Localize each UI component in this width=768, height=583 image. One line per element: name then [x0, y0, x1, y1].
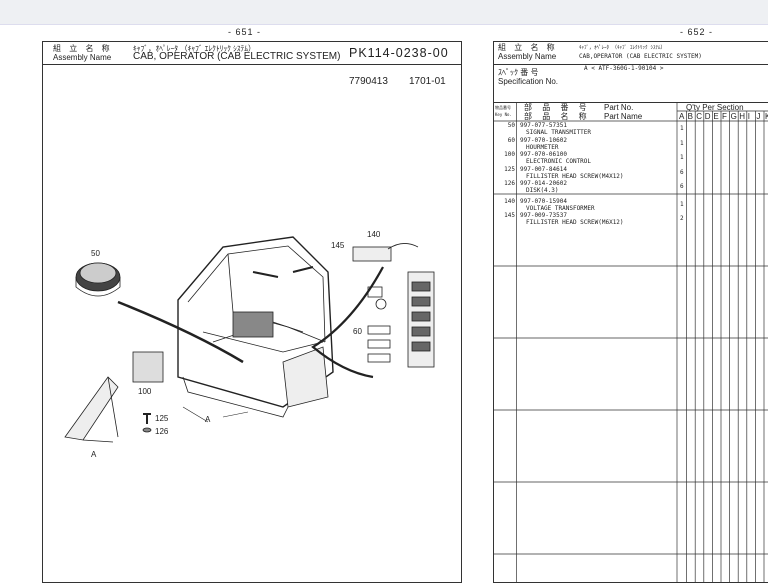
section-col-F: F — [722, 112, 727, 121]
key-no: 60 — [507, 136, 515, 144]
callout-50: 50 — [91, 249, 100, 258]
callout-60: 60 — [353, 327, 362, 336]
section-col-K: K — [765, 112, 768, 121]
spec-label-jp: ｽﾍﾟｯｸ 番 号 — [498, 68, 539, 77]
key-no: 100 — [504, 151, 515, 158]
assembly-label-jp: 組 立 名 称 — [498, 43, 558, 52]
section-col-A: A — [679, 112, 685, 121]
assembly-label-jp: 組 立 名 称 — [53, 44, 113, 53]
qty-a: 6 — [680, 168, 684, 176]
part-name: SIGNAL TRANSMITTER — [526, 129, 592, 136]
part-name: FILLISTER HEAD SCREW(M6X12) — [526, 219, 624, 226]
part-number: 997-077-57351 — [520, 122, 567, 129]
key-no: 125 — [504, 165, 515, 173]
qty-a: 1 — [680, 154, 684, 161]
callout-145: 145 — [331, 241, 345, 250]
switch-panel-drawing — [407, 271, 435, 368]
col-qty-header: Q'ty Per Section — [686, 103, 744, 112]
section-col-G: G — [730, 112, 737, 121]
qty-a: 2 — [680, 215, 684, 222]
section-col-D: D — [704, 112, 711, 121]
disk-drawing — [142, 427, 152, 433]
callout-100: 100 — [138, 387, 152, 396]
qty-a: 1 — [680, 200, 684, 208]
part-number: 997-009-73537 — [520, 212, 567, 219]
key-no: 50 — [507, 122, 515, 129]
ref-number: 7790413 — [349, 76, 388, 87]
qty-a: 6 — [680, 183, 684, 190]
key-no: 140 — [504, 197, 515, 205]
voltage-transformer-drawing — [352, 246, 392, 262]
key-no: 126 — [504, 180, 515, 187]
section-col-J: J — [756, 112, 761, 121]
left-page: 組 立 名 称 Assembly Name ｷｬﾌﾞ，ｵﾍﾟﾚｰﾀ （ｷｬﾌﾞ … — [42, 41, 462, 583]
part-name: FILLISTER HEAD SCREW(M4X12) — [526, 172, 624, 180]
section-col-B: B — [687, 112, 693, 121]
part-number: 997-070-15904 — [520, 197, 567, 205]
col-key-en: Key No. — [495, 112, 512, 117]
part-name: HOURMETER — [526, 143, 559, 151]
callout-125: 125 — [155, 414, 169, 423]
spec-value: A < ATF-360G-1-90104 > — [584, 65, 664, 72]
spec-label-en: Specification No. — [498, 77, 559, 86]
assembly-name-en: CAB,OPERATOR (CAB ELECTRIC SYSTEM) — [579, 53, 702, 60]
screw-drawing — [143, 413, 151, 424]
part-number: 997-070-10602 — [520, 136, 567, 144]
col-part-name-en: Part Name — [604, 112, 643, 121]
viewer-toolbar — [0, 0, 768, 25]
callout-a: A — [205, 415, 211, 424]
part-name: ELECTRONIC CONTROL — [526, 158, 592, 165]
assembly-name-en: CAB, OPERATOR (CAB ELECTRIC SYSTEM) — [133, 51, 341, 62]
part-number: 997-070-06100 — [520, 151, 567, 158]
cab-exploded-diagram — [64, 236, 435, 443]
col-part-name-jp: 部 品 名 称 — [524, 112, 591, 121]
electronic-control-drawing — [132, 351, 164, 383]
part-name: VOLTAGE TRANSFORMER — [526, 204, 595, 212]
callout-140: 140 — [367, 230, 381, 239]
cable-drawing — [311, 266, 384, 379]
callout-a-detail: A — [91, 450, 97, 459]
section-col-H: H — [739, 112, 745, 121]
cable-drawing — [117, 300, 244, 364]
qty-a: 1 — [680, 139, 684, 147]
part-name: DISK(4.3) — [526, 187, 559, 194]
left-page-number: - 651 - — [228, 27, 262, 37]
section-col-C: C — [696, 112, 702, 121]
cab-frame-drawing — [177, 236, 334, 418]
right-page-number: - 652 - — [680, 27, 714, 37]
part-number: 997-007-84614 — [520, 165, 567, 173]
signal-transmitter-drawing — [75, 262, 121, 297]
assembly-name-jp: ｷｬﾌﾞ，ｵﾍﾟﾚｰﾀ （ｷｬﾌﾞ ｴﾚｸﾄﾘｯｸ ｼｽﾃﾑ） — [579, 45, 666, 51]
col-key-jp: 物品番号 — [495, 105, 511, 110]
parts-table-grid — [494, 102, 768, 582]
part-code: PK114-0238-00 — [349, 46, 449, 60]
ref-code: 1701-01 — [409, 76, 446, 87]
hourmeter-panel-drawing — [367, 286, 391, 363]
assembly-name-jp: ｷｬﾌﾞ，ｵﾍﾟﾚｰﾀ （ｷｬﾌﾞ ｴﾚｸﾄﾘｯｸ ｼｽﾃﾑ） — [133, 44, 256, 53]
section-col-E: E — [713, 112, 719, 121]
col-part-no-jp: 部 品 番 号 — [524, 103, 591, 112]
callout-126: 126 — [155, 427, 169, 436]
left-header: 組 立 名 称 Assembly Name ｷｬﾌﾞ，ｵﾍﾟﾚｰﾀ （ｷｬﾌﾞ … — [43, 42, 461, 65]
section-col-I: I — [747, 112, 751, 121]
bracket-detail-drawing — [64, 376, 119, 443]
qty-a: 1 — [680, 125, 684, 132]
assembly-label-en: Assembly Name — [53, 53, 112, 62]
part-number: 997-014-20602 — [520, 180, 567, 187]
col-part-no-en: Part No. — [604, 103, 634, 112]
assembly-label-en: Assembly Name — [498, 52, 557, 61]
right-page: 組 立 名 称 Assembly Name ｷｬﾌﾞ，ｵﾍﾟﾚｰﾀ （ｷｬﾌﾞ … — [493, 41, 768, 583]
key-no: 145 — [504, 212, 515, 219]
